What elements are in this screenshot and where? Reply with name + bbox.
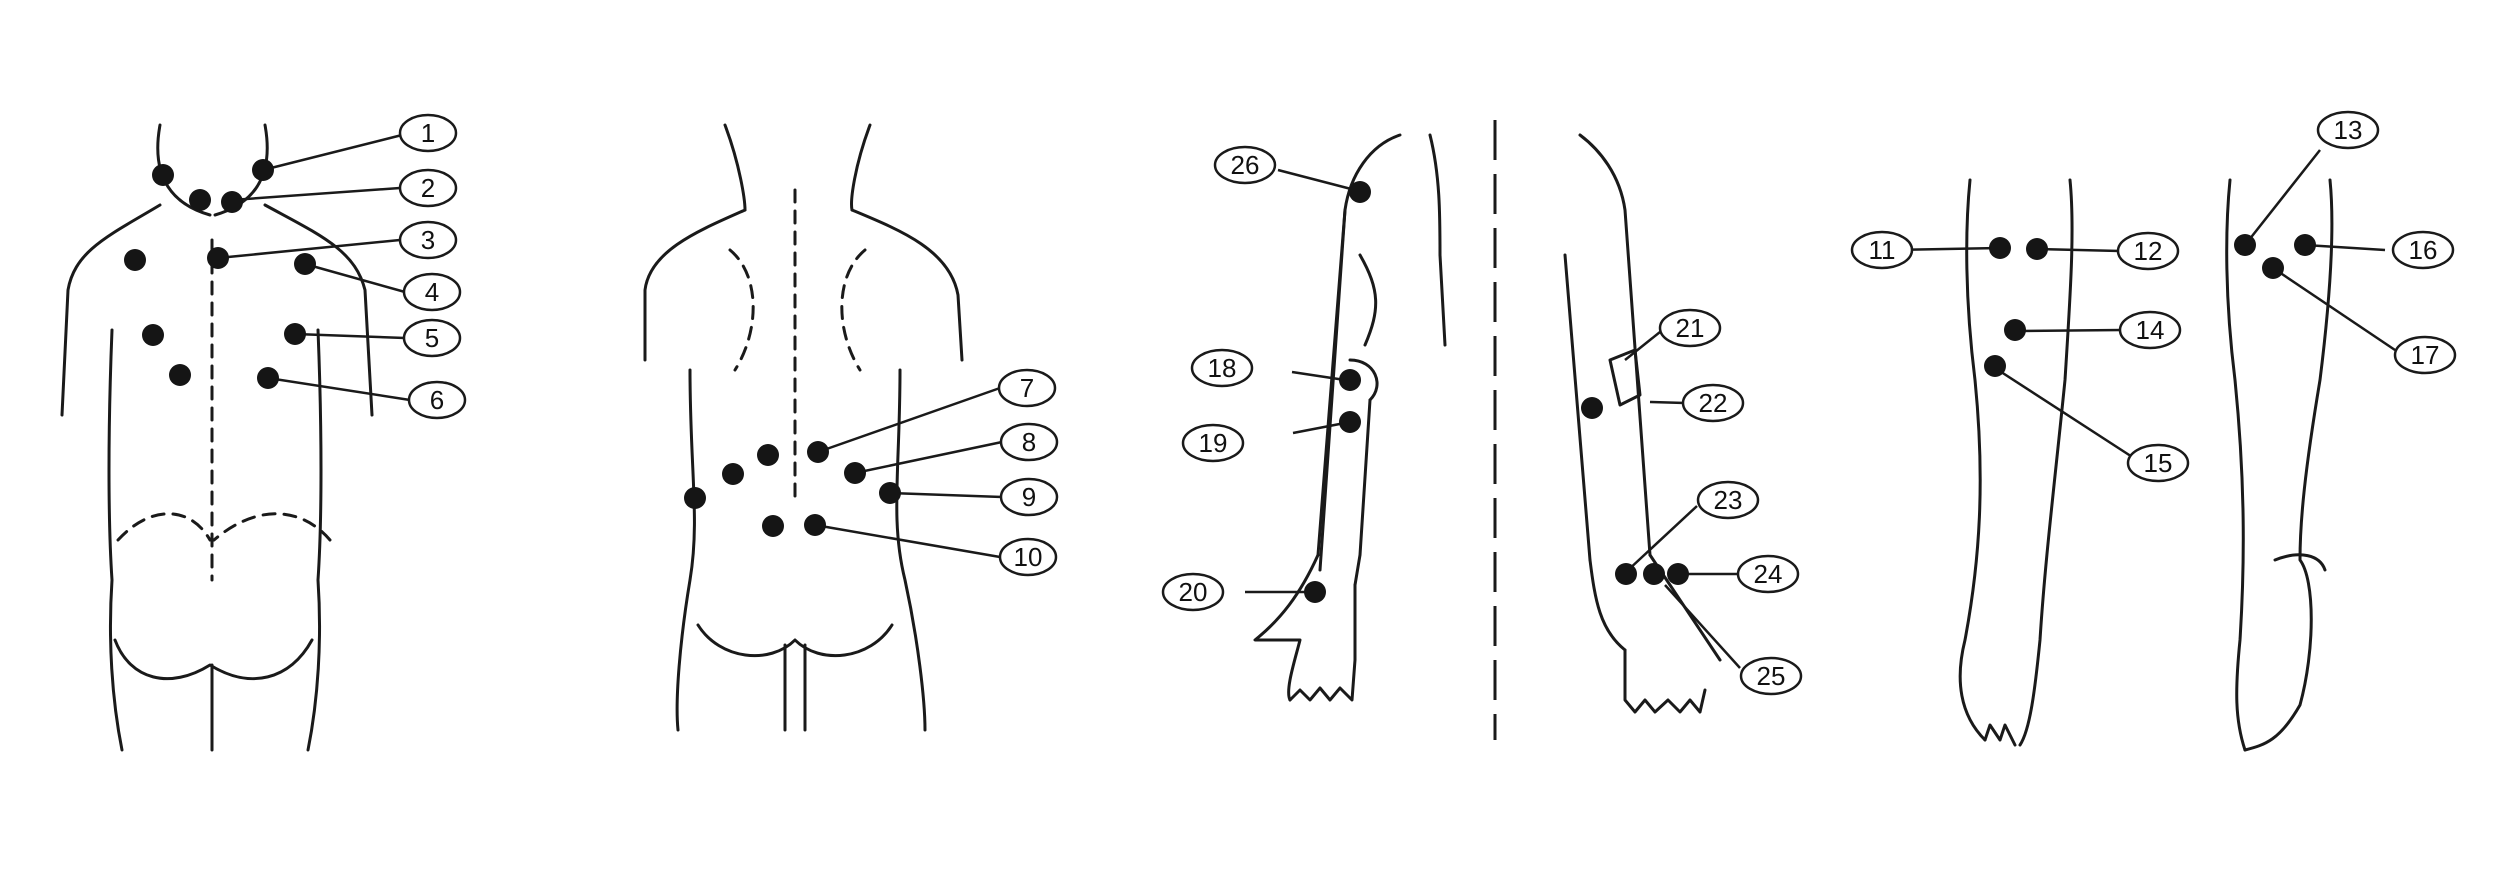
point-label-18: 18 <box>1190 348 1254 388</box>
svg-text:22: 22 <box>1699 388 1728 418</box>
tender-point-dot <box>1581 397 1603 419</box>
tender-point-dot <box>152 164 174 186</box>
point-label-19: 19 <box>1181 423 1245 463</box>
upper-back-figure <box>60 123 374 752</box>
point-label-8: 8 <box>999 422 1059 462</box>
tender-point-dot <box>1339 369 1361 391</box>
svg-text:1: 1 <box>421 118 435 148</box>
point-label-16: 16 <box>2391 230 2455 270</box>
svg-text:14: 14 <box>2136 315 2165 345</box>
point-label-6: 6 <box>407 380 467 420</box>
svg-text:16: 16 <box>2409 235 2438 265</box>
svg-text:25: 25 <box>1757 661 1786 691</box>
svg-text:17: 17 <box>2411 340 2440 370</box>
svg-text:11: 11 <box>1869 235 1896 265</box>
tender-point-dot <box>221 191 243 213</box>
point-label-13: 13 <box>2316 110 2380 150</box>
leg-figures <box>1958 178 2334 752</box>
point-label-10: 10 <box>998 537 1058 577</box>
point-label-9: 9 <box>999 477 1059 517</box>
svg-text:12: 12 <box>2134 236 2163 266</box>
tender-point-dot <box>2234 234 2256 256</box>
point-labels: 1 2 3 4 5 6 7 8 9 10 11 12 13 14 15 16 1… <box>398 110 2457 696</box>
point-label-4: 4 <box>402 272 462 312</box>
svg-text:23: 23 <box>1714 485 1743 515</box>
tender-point-dot <box>844 462 866 484</box>
leader-lines <box>217 133 2396 669</box>
arm-figures <box>1253 120 1722 740</box>
lower-back-figure <box>643 123 964 732</box>
point-label-17: 17 <box>2393 335 2457 375</box>
svg-text:6: 6 <box>430 385 444 415</box>
tender-point-dot <box>257 367 279 389</box>
tender-point-dot <box>1304 581 1326 603</box>
tender-point-dot <box>879 482 901 504</box>
svg-text:13: 13 <box>2334 115 2363 145</box>
tender-point-dot <box>1643 563 1665 585</box>
svg-text:9: 9 <box>1022 482 1036 512</box>
tender-point-dot <box>804 514 826 536</box>
tender-point-dot <box>2004 319 2026 341</box>
svg-text:21: 21 <box>1676 313 1705 343</box>
point-label-26: 26 <box>1213 145 1277 185</box>
tender-point-dot <box>1339 411 1361 433</box>
tender-point-dot <box>2294 234 2316 256</box>
point-label-14: 14 <box>2118 310 2182 350</box>
point-label-7: 7 <box>997 368 1057 408</box>
tender-point-dot <box>294 253 316 275</box>
tender-point-dot <box>169 364 191 386</box>
tender-point-dot <box>1989 237 2011 259</box>
svg-text:24: 24 <box>1754 559 1783 589</box>
tender-point-dot <box>1984 355 2006 377</box>
svg-text:26: 26 <box>1231 150 1260 180</box>
tender-point-dot <box>762 515 784 537</box>
svg-text:18: 18 <box>1208 353 1237 383</box>
point-label-21: 21 <box>1658 308 1722 348</box>
point-label-15: 15 <box>2126 443 2190 483</box>
tender-point-dot <box>252 159 274 181</box>
point-label-11: 11 <box>1850 230 1914 270</box>
tender-point-dot <box>684 487 706 509</box>
tender-point-dot <box>207 247 229 269</box>
svg-text:5: 5 <box>425 323 439 353</box>
point-label-22: 22 <box>1681 383 1745 423</box>
point-label-25: 25 <box>1739 656 1803 696</box>
tender-point-dot <box>1349 181 1371 203</box>
tender-point-dot <box>757 444 779 466</box>
svg-text:20: 20 <box>1179 577 1208 607</box>
point-label-2: 2 <box>398 168 458 208</box>
tender-point-dot <box>189 189 211 211</box>
tender-point-dot <box>284 323 306 345</box>
svg-text:3: 3 <box>421 225 435 255</box>
svg-text:19: 19 <box>1199 428 1228 458</box>
tender-point-dot <box>2262 257 2284 279</box>
point-label-3: 3 <box>398 220 458 260</box>
point-label-5: 5 <box>402 318 462 358</box>
svg-text:10: 10 <box>1014 542 1043 572</box>
tender-point-dot <box>807 441 829 463</box>
svg-text:4: 4 <box>425 277 439 307</box>
point-label-1: 1 <box>398 113 458 153</box>
svg-text:7: 7 <box>1020 373 1034 403</box>
svg-text:2: 2 <box>421 173 435 203</box>
point-label-12: 12 <box>2116 231 2180 271</box>
tender-point-dot <box>1615 563 1637 585</box>
tender-point-dot <box>142 324 164 346</box>
svg-text:8: 8 <box>1022 427 1036 457</box>
tender-point-dot <box>124 249 146 271</box>
point-label-20: 20 <box>1161 572 1225 612</box>
point-label-24: 24 <box>1736 554 1800 594</box>
svg-text:15: 15 <box>2144 448 2173 478</box>
tender-point-dot <box>1667 563 1689 585</box>
tender-point-dot <box>722 463 744 485</box>
point-label-23: 23 <box>1696 480 1760 520</box>
tender-points <box>124 159 2316 603</box>
tender-point-dot <box>2026 238 2048 260</box>
